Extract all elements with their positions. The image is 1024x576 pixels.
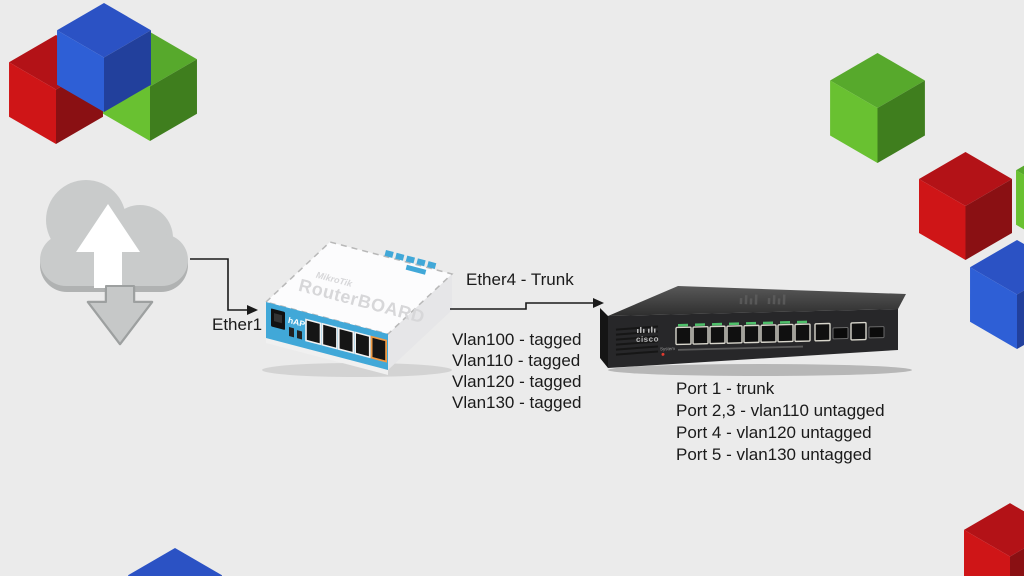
switch-port-6 — [760, 321, 777, 343]
switch-shadow — [608, 364, 912, 376]
ether4-trunk-label: Ether4 - Trunk — [466, 270, 574, 289]
router-base — [266, 338, 388, 375]
decor-cube-green-right — [830, 53, 925, 163]
sfp-slot-2 — [868, 326, 885, 339]
decor-cube-blue-topleft — [57, 3, 151, 112]
decor-cube-green-edge — [1016, 165, 1024, 230]
cisco-switch: cisco System — [600, 286, 912, 376]
switch-port-2 — [692, 323, 709, 345]
switch-port-row — [675, 320, 885, 351]
cisco-top-emboss — [739, 294, 786, 305]
decor-cube-red-right — [919, 152, 1012, 260]
vlan-item: Vlan110 - tagged — [452, 351, 581, 370]
sfp-slot-1 — [832, 327, 849, 340]
switch-front-details: cisco System — [615, 320, 885, 356]
router-port-4 — [354, 331, 371, 359]
vlan-item: Vlan130 - tagged — [452, 393, 582, 412]
port-assignment-item: Port 1 - trunk — [676, 379, 775, 398]
router-port-2 — [321, 322, 338, 350]
download-arrow-head — [87, 285, 153, 345]
switch-port-7 — [777, 321, 794, 343]
switch-uplink-port-10 — [850, 321, 867, 341]
vlan-item: Vlan100 - tagged — [452, 330, 582, 349]
port-assignment-item: Port 5 - vlan130 untagged — [676, 445, 872, 464]
system-led-label: System — [660, 346, 675, 351]
decor-cube-blue-bottomleft — [128, 548, 222, 576]
decor-cube-red-bottomright — [964, 503, 1024, 576]
switch-port-4 — [726, 322, 743, 344]
upload-arrow-icon — [76, 204, 140, 288]
reset-button — [289, 327, 294, 338]
router-port-3 — [338, 327, 355, 354]
cisco-brand-text: cisco — [636, 334, 659, 344]
router-led-strip — [384, 250, 437, 275]
port-assignment-item: Port 4 - vlan120 untagged — [676, 423, 872, 442]
switch-port-3 — [709, 322, 726, 345]
router-port-1 — [305, 318, 322, 346]
vlan-tag-list: Vlan100 - tagged Vlan110 - tagged Vlan12… — [452, 329, 582, 413]
wan-link-line — [190, 258, 247, 311]
model-text-stripe — [678, 345, 803, 351]
system-led: System — [660, 346, 675, 356]
switch-port-8 — [794, 320, 811, 343]
ether1-label: Ether1 — [212, 315, 263, 334]
switch-uplink-port-9 — [814, 322, 831, 342]
cisco-front-logo: cisco — [636, 326, 659, 344]
switch-port-5 — [743, 321, 760, 344]
router-shadow — [262, 363, 452, 377]
router-port-5-poe — [370, 335, 387, 363]
decor-cube-blue-right — [970, 240, 1024, 349]
vlan-item: Vlan120 - tagged — [452, 372, 582, 391]
mode-switch — [297, 330, 302, 340]
trunk-link-line — [450, 302, 593, 310]
switch-end-cap — [600, 308, 608, 368]
port-assignment-item: Port 2,3 - vlan110 untagged — [676, 401, 885, 420]
switch-port-assignment-list: Port 1 - trunk Port 2,3 - vlan110 untagg… — [676, 378, 885, 466]
mikrotik-router: MikroTik RouterBOARD hAP ac — [262, 241, 454, 377]
internet-cloud-icon — [40, 180, 188, 346]
switch-port-1 — [675, 323, 692, 346]
router-side-face — [388, 274, 452, 370]
